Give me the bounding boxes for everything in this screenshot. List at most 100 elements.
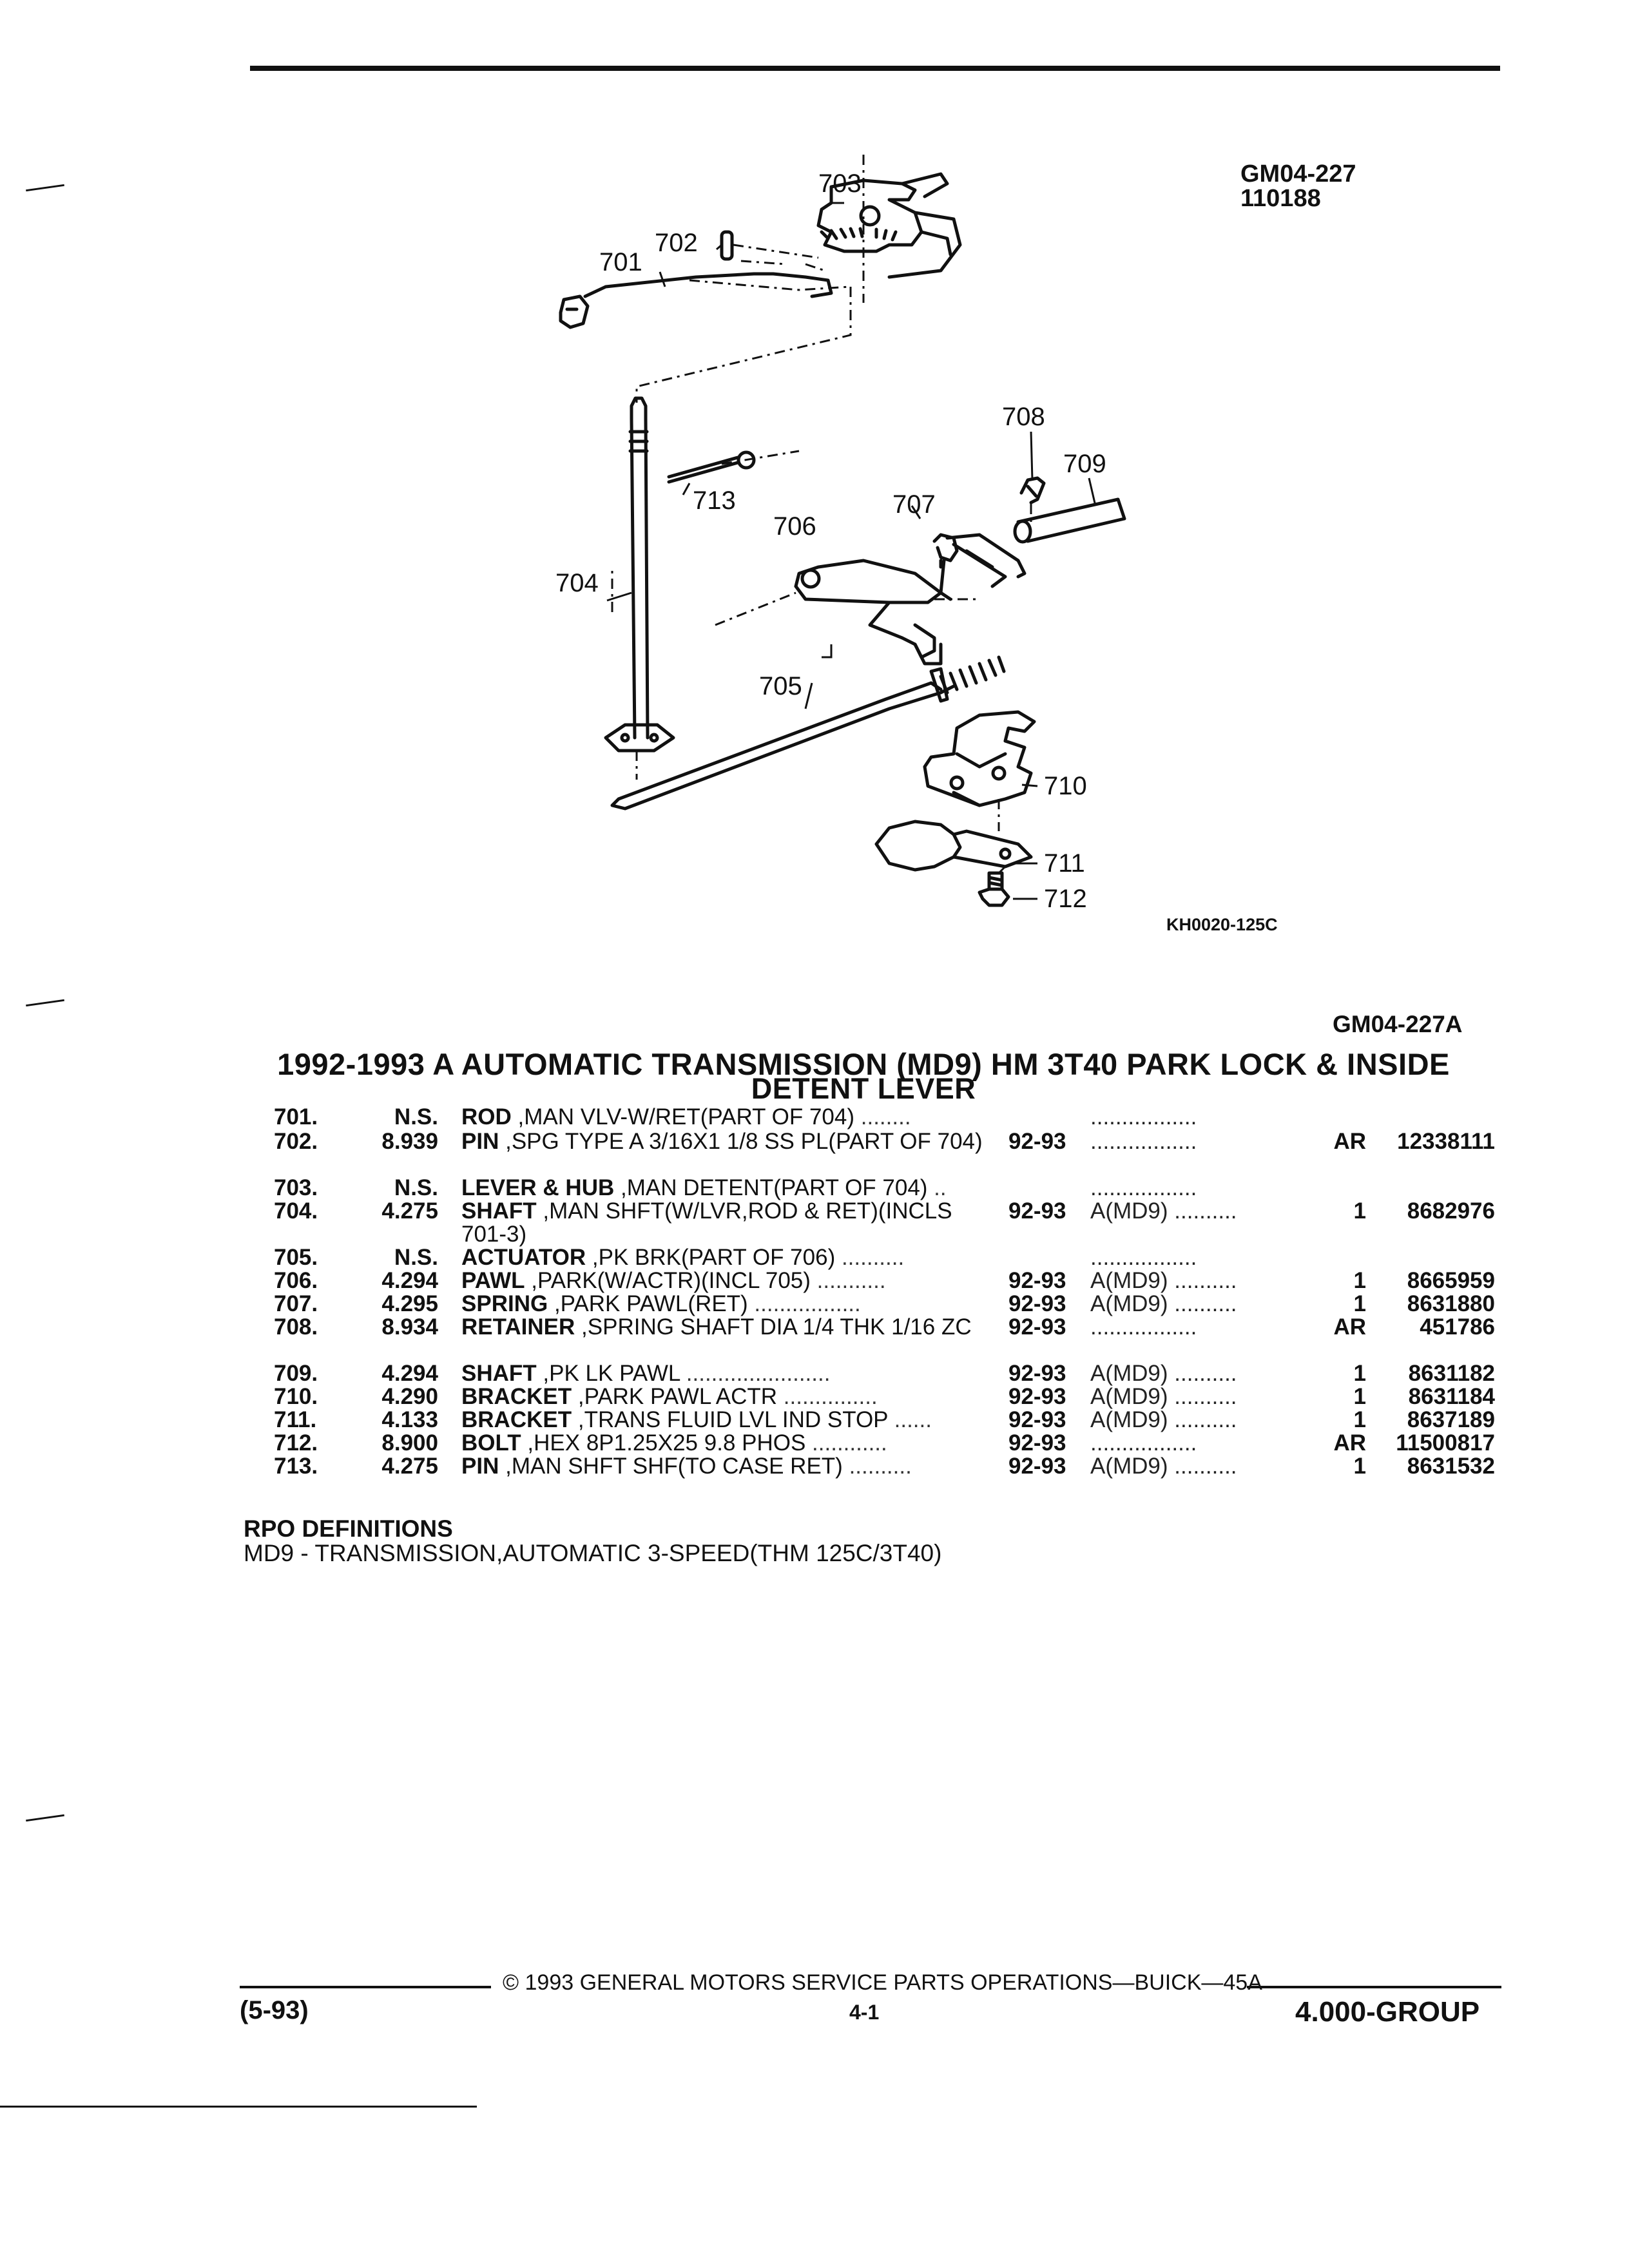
part-name: LEVER & HUB	[461, 1175, 615, 1200]
leader-dots: ........	[854, 1104, 911, 1129]
park-pawl-actuator-bracket	[923, 710, 1036, 807]
option-code: A(MD9) ..........	[1090, 1291, 1237, 1316]
part-number: 11500817	[1396, 1430, 1495, 1456]
option-code: .................	[1090, 1104, 1197, 1129]
quantity: 1	[1353, 1407, 1366, 1432]
model-years: 92-93	[1008, 1407, 1066, 1432]
callout-711: 711	[1044, 849, 1085, 878]
illustration-date-code: 110188	[1240, 185, 1321, 212]
part-name: PIN	[461, 1454, 499, 1479]
quantity: 1	[1353, 1361, 1366, 1386]
leader-dots: ...............	[777, 1384, 878, 1409]
rod-retainer	[559, 294, 590, 329]
callout-707: 707	[892, 490, 936, 519]
part-number: 8631184	[1408, 1384, 1495, 1409]
part-detail: ,PARK PAWL(RET)	[554, 1291, 748, 1316]
group-number: 4.294	[381, 1268, 438, 1293]
park-lock-pawl-shaft	[1016, 497, 1126, 543]
model-years: 92-93	[1008, 1268, 1066, 1293]
part-description: PIN ,MAN SHFT SHF(TO CASE RET) .........…	[461, 1455, 990, 1478]
part-detail: ,TRANS FLUID LVL IND STOP	[577, 1407, 888, 1432]
leader-dots: ..	[927, 1175, 947, 1200]
part-name: RETAINER	[461, 1314, 575, 1340]
part-description: ROD ,MAN VLV-W/RET(PART OF 704) ........	[461, 1106, 990, 1129]
quantity: AR	[1333, 1314, 1366, 1340]
group-number: N.S.	[394, 1104, 438, 1129]
part-number: 451786	[1420, 1314, 1495, 1340]
ref-number: 701.	[274, 1104, 318, 1129]
detent-lever-arm	[900, 172, 949, 198]
model-years: 92-93	[1008, 1384, 1066, 1409]
part-number: 8631182	[1408, 1361, 1495, 1386]
part-name: BRACKET	[461, 1384, 572, 1409]
quantity: 1	[1353, 1384, 1366, 1409]
part-name: PIN	[461, 1129, 499, 1154]
illustration-code: GM04-227	[1240, 160, 1356, 187]
margin-mark	[26, 184, 64, 192]
ref-number: 707.	[274, 1291, 318, 1316]
ref-number: 703.	[274, 1175, 318, 1200]
part-description: BOLT ,HEX 8P1.25X25 9.8 PHOS ...........…	[461, 1432, 990, 1455]
detent-hub-hole	[859, 205, 881, 227]
ref-number: 705.	[274, 1245, 318, 1270]
leader-dots: .................	[747, 1291, 861, 1316]
part-name: SHAFT	[461, 1198, 537, 1224]
group-label: 4.000-GROUP	[1295, 1996, 1480, 2028]
part-detail: ,MAN SHFT SHF(TO CASE RET)	[505, 1454, 843, 1479]
part-number: 8631532	[1407, 1454, 1495, 1479]
part-name: ROD	[461, 1104, 512, 1129]
copyright-line: © 1993 GENERAL MOTORS SERVICE PARTS OPER…	[503, 1970, 1262, 1995]
page-title: 1992-1993 A AUTOMATIC TRANSMISSION (MD9)…	[277, 1047, 1450, 1081]
bottom-edge-line	[0, 2106, 477, 2108]
model-years: 92-93	[1008, 1454, 1066, 1479]
group-number: 8.939	[381, 1129, 438, 1154]
model-years: 92-93	[1008, 1314, 1066, 1340]
group-number: 4.133	[381, 1407, 438, 1432]
footer-rule-left	[240, 1986, 491, 1988]
part-name: ACTUATOR	[461, 1245, 586, 1270]
page-number: 4-1	[849, 2001, 880, 2024]
group-number: 4.290	[381, 1384, 438, 1409]
part-number: 12338111	[1397, 1129, 1495, 1154]
part-name: PAWL	[461, 1268, 525, 1293]
part-detail: ,SPG TYPE A 3/16X1 1/8 SS PL(PART OF 704…	[505, 1129, 983, 1154]
quantity: 1	[1353, 1198, 1366, 1224]
margin-mark	[26, 999, 64, 1007]
ref-number: 712.	[274, 1430, 318, 1456]
group-number: 4.275	[381, 1198, 438, 1224]
leader-dots: .......................	[680, 1361, 831, 1386]
part-detail: ,PARK PAWL ACTR	[577, 1384, 778, 1409]
callout-701: 701	[599, 248, 642, 276]
part-detail: ,PK LK PAWL	[543, 1361, 680, 1386]
part-description: SHAFT ,PK LK PAWL ......................…	[461, 1362, 990, 1385]
leader-dots: ...........	[810, 1268, 886, 1293]
quantity: AR	[1333, 1129, 1366, 1154]
part-detail: ,MAN DETENT(PART OF 704)	[620, 1175, 928, 1200]
model-years: 92-93	[1008, 1430, 1066, 1456]
leader-dots: ..........	[835, 1245, 905, 1270]
section-code: GM04-227A	[1333, 1011, 1463, 1037]
art-reference: KH0020-125C	[1166, 915, 1278, 934]
part-description: LEVER & HUB ,MAN DETENT(PART OF 704) ..	[461, 1177, 990, 1200]
model-years: 92-93	[1008, 1129, 1066, 1154]
group-number: 4.295	[381, 1291, 438, 1316]
part-description: PIN ,SPG TYPE A 3/16X1 1/8 SS PL(PART OF…	[461, 1130, 990, 1153]
part-detail: ,SPRING SHAFT DIA 1/4 THK 1/16 ZC	[581, 1314, 972, 1340]
option-code: .................	[1090, 1129, 1197, 1154]
part-name: BRACKET	[461, 1407, 572, 1432]
option-code: .................	[1090, 1430, 1197, 1456]
callout-706: 706	[773, 512, 816, 541]
part-description: BRACKET ,PARK PAWL ACTR ...............	[461, 1385, 990, 1408]
hex-bolt	[978, 871, 1010, 907]
ref-number: 710.	[274, 1384, 318, 1409]
part-name: SHAFT	[461, 1361, 537, 1386]
quantity: 1	[1353, 1291, 1366, 1316]
callout-702: 702	[655, 229, 698, 257]
option-code: .................	[1090, 1175, 1197, 1200]
ref-number: 704.	[274, 1198, 318, 1224]
revision-date: (5-93)	[240, 1996, 309, 2024]
model-years: 92-93	[1008, 1361, 1066, 1386]
group-number: 8.934	[381, 1314, 438, 1340]
option-code: .................	[1090, 1245, 1197, 1270]
ref-number: 709.	[274, 1361, 318, 1386]
